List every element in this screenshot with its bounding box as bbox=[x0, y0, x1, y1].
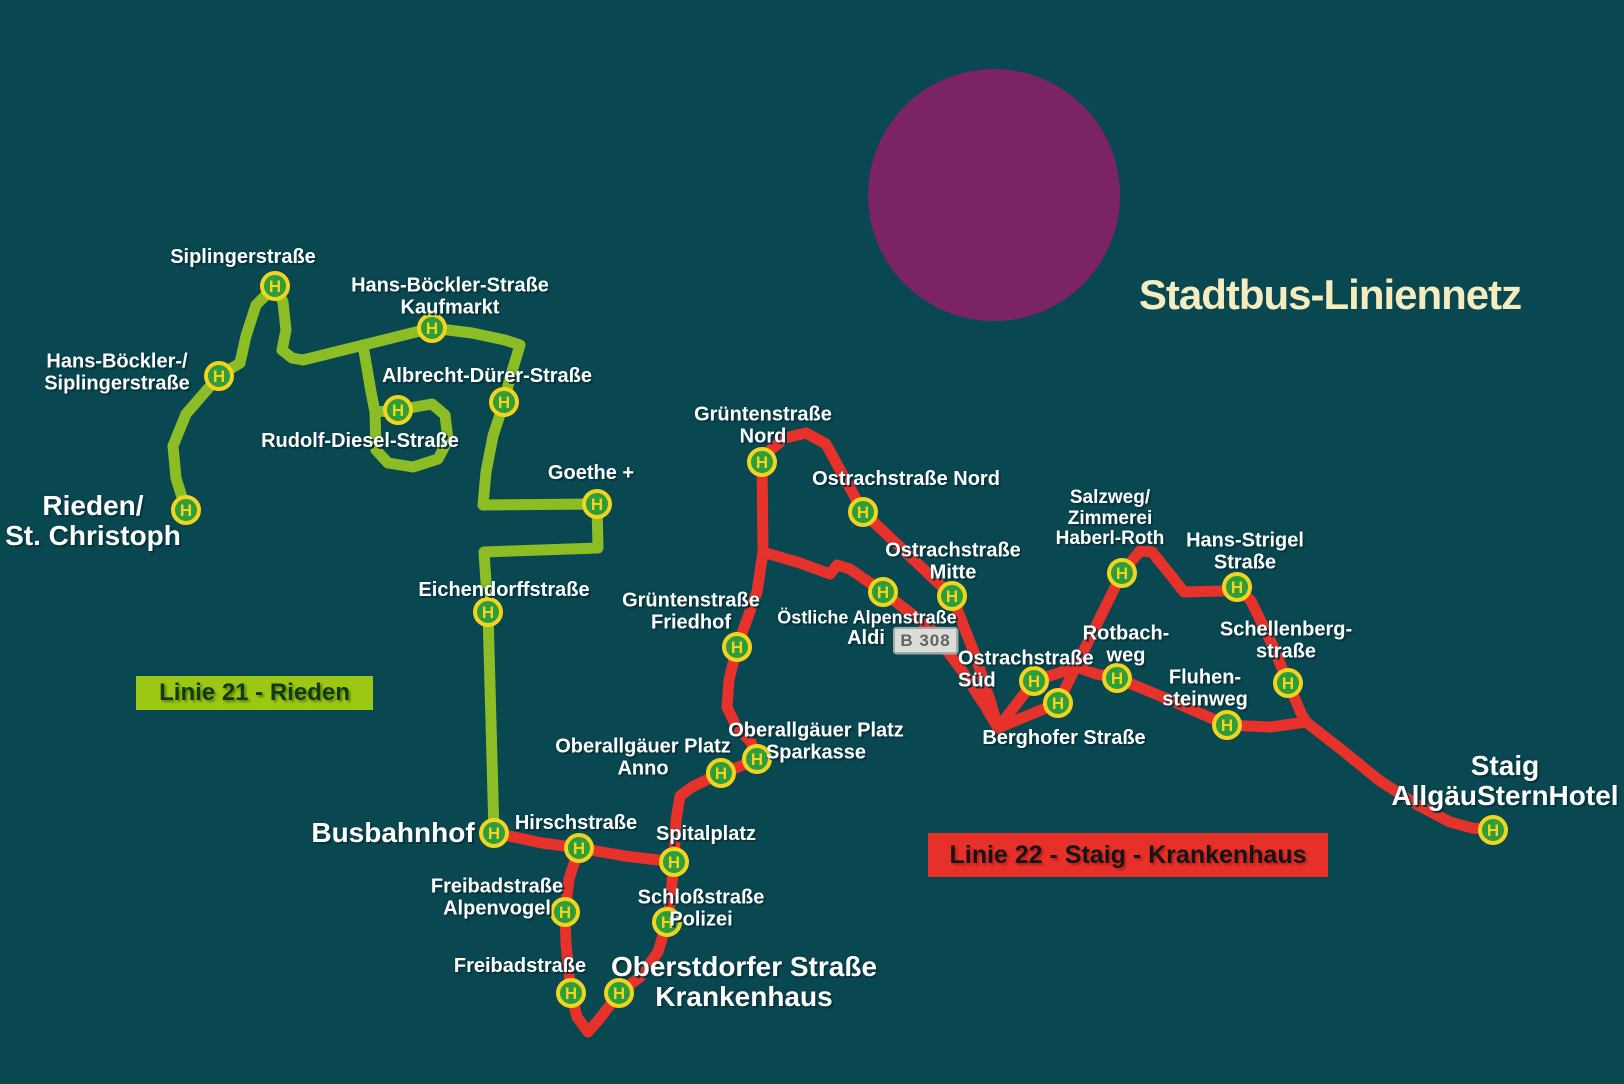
stop-marker-freibadstrasse: H bbox=[556, 978, 586, 1008]
stop-label-ostrachstrasse-mitte: Ostrachstraße Mitte bbox=[885, 539, 1021, 583]
stop-marker-hans-boeckler-siplingerstrasse: H bbox=[204, 361, 234, 391]
stop-label-gruentenstrasse-nord: Grüntenstraße Nord bbox=[694, 403, 832, 447]
stop-label-oberallgaeuer-platz-anno: Oberallgäuer Platz Anno bbox=[555, 735, 731, 779]
stop-marker-gruentenstrasse-nord: H bbox=[747, 447, 777, 477]
stop-marker-oberallgaeuer-platz-sparkasse: H bbox=[742, 744, 772, 774]
stop-label-eichendorffstrasse: Eichendorffstraße bbox=[418, 579, 590, 602]
stop-marker-ostrachstrasse-nord: H bbox=[848, 497, 878, 527]
stop-label-freibadstrasse-alpenvogel: Freibadstraße Alpenvogel bbox=[430, 875, 564, 919]
page-title: Stadtbus-Liniennetz bbox=[1138, 271, 1522, 318]
stop-label-salzweg-zimmerei-haberl-roth: Salzweg/ Zimmerei Haberl-Roth bbox=[1055, 487, 1165, 550]
stop-marker-ostrachstrasse-sued: H bbox=[1019, 666, 1049, 696]
stop-label-ostrachstrasse-sued: Ostrachstraße Süd bbox=[958, 647, 1094, 691]
stop-label-fluhensteinweg: Fluhen- steinweg bbox=[1162, 666, 1248, 710]
stop-marker-rudolf-diesel-strasse: H bbox=[383, 395, 413, 425]
stop-marker-hans-strigel-strasse: H bbox=[1222, 572, 1252, 602]
stop-marker-oberallgaeuer-platz-anno: H bbox=[706, 758, 736, 788]
stop-marker-oestliche-alpenstrasse-aldi: H bbox=[868, 577, 898, 607]
stop-marker-eichendorffstrasse: H bbox=[473, 597, 503, 627]
stop-marker-rotbachweg: H bbox=[1102, 663, 1132, 693]
stop-label-oberallgaeuer-platz-sparkasse: Oberallgäuer Platz Sparkasse bbox=[728, 719, 904, 763]
stop-marker-siplingerstrasse: H bbox=[260, 271, 290, 301]
stop-marker-rieden-st-christoph: H bbox=[171, 495, 201, 525]
stop-marker-goethe: H bbox=[582, 489, 612, 519]
stop-marker-busbahnhof: H bbox=[479, 818, 509, 848]
stop-label-hans-boeckler-strasse-kaufmarkt: Hans-Böckler-Straße Kaufmarkt bbox=[351, 274, 549, 318]
stop-label-schlossstrasse-polizei: Schloßstraße Polizei bbox=[637, 886, 765, 930]
stop-label-goethe: Goethe + bbox=[547, 462, 635, 485]
stop-marker-berghofer-strasse: H bbox=[1043, 688, 1073, 718]
stop-marker-hans-boeckler-strasse-kaufmarkt: H bbox=[417, 313, 447, 343]
stop-marker-spitalplatz: H bbox=[659, 847, 689, 877]
stop-marker-freibadstrasse-alpenvogel: H bbox=[550, 897, 580, 927]
stop-marker-gruentenstrasse-friedhof: H bbox=[722, 632, 752, 662]
stop-label-busbahnhof: Busbahnhof bbox=[311, 816, 475, 848]
stop-label-schellenbergstrasse: Schellenberg- straße bbox=[1219, 618, 1353, 662]
legend-line22: Linie 22 - Staig - Krankenhaus bbox=[928, 833, 1328, 877]
stop-marker-salzweg-zimmerei-haberl-roth: H bbox=[1107, 558, 1137, 588]
stop-label-hirschstrasse: Hirschstraße bbox=[514, 812, 638, 835]
stop-marker-schlossstrasse-polizei: H bbox=[652, 907, 682, 937]
stop-label-rotbachweg: Rotbach- weg bbox=[1082, 622, 1170, 666]
stop-marker-ostrachstrasse-mitte: H bbox=[937, 581, 967, 611]
stop-label-hans-strigel-strasse: Hans-Strigel Straße bbox=[1186, 529, 1304, 573]
stop-label-oestliche-alpenstrasse: Östliche Alpenstraße bbox=[777, 607, 957, 628]
stop-label-aldi: Aldi bbox=[847, 627, 885, 650]
legend-line22-label: Linie 22 - Staig - Krankenhaus bbox=[949, 840, 1307, 869]
legend-line21-label: Linie 21 - Rieden bbox=[159, 679, 350, 706]
stop-marker-fluhensteinweg: H bbox=[1212, 710, 1242, 740]
stop-marker-hirschstrasse: H bbox=[564, 833, 594, 863]
stop-label-rudolf-diesel-strasse: Rudolf-Diesel-Straße bbox=[261, 430, 459, 453]
road-badge-text: B 308 bbox=[900, 630, 951, 650]
stop-marker-oberstdorfer-strasse-krankenhaus: H bbox=[604, 978, 634, 1008]
stop-label-berghofer-strasse: Berghofer Straße bbox=[982, 727, 1146, 750]
legend-line21: Linie 21 - Rieden bbox=[136, 676, 373, 710]
stop-marker-staig-allgaeusternhotel: H bbox=[1478, 815, 1508, 845]
stop-label-rieden-st-christoph: Rieden/ St. Christoph bbox=[5, 489, 181, 551]
stop-label-gruentenstrasse-friedhof: Grüntenstraße Friedhof bbox=[622, 589, 760, 633]
stop-marker-albrecht-duerer-strasse: H bbox=[489, 387, 519, 417]
stop-label-albrecht-duerer-strasse: Albrecht-Dürer-Straße bbox=[381, 365, 593, 388]
stop-label-spitalplatz: Spitalplatz bbox=[655, 823, 757, 846]
road-badge-b308: B 308 bbox=[893, 627, 958, 654]
logo-circle bbox=[868, 69, 1120, 321]
stop-label-hans-boeckler-siplingerstrasse: Hans-Böckler-/ Siplingerstraße bbox=[44, 350, 190, 394]
stop-label-siplingerstrasse: Siplingerstraße bbox=[170, 246, 316, 269]
stop-label-oberstdorfer-strasse-krankenhaus: Oberstdorfer Straße Krankenhaus bbox=[610, 950, 878, 1012]
stop-label-staig-allgaeusternhotel: Staig AllgäuSternHotel bbox=[1391, 749, 1619, 811]
stop-label-ostrachstrasse-nord: Ostrachstraße Nord bbox=[812, 468, 1000, 491]
stop-marker-schellenbergstrasse: H bbox=[1273, 668, 1303, 698]
stop-label-freibadstrasse: Freibadstraße bbox=[453, 955, 587, 978]
